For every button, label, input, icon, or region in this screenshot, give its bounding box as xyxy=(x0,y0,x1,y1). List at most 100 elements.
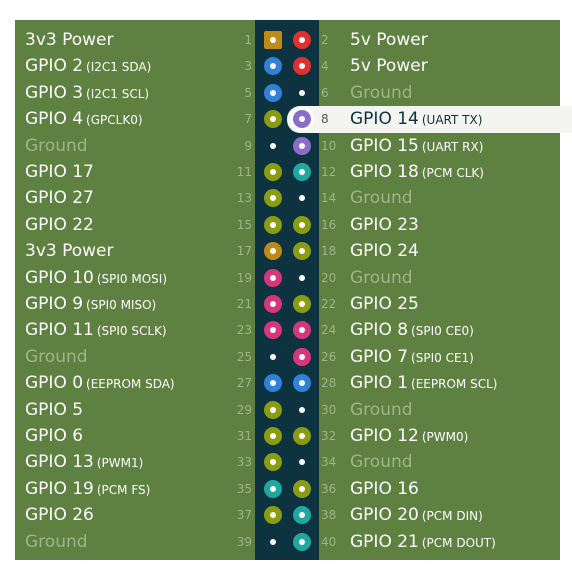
pin-label[interactable]: GPIO 16 xyxy=(350,476,419,502)
pin-label[interactable]: Ground xyxy=(25,344,88,370)
pin-22-dot-icon[interactable] xyxy=(293,295,311,313)
pin-19-dot-icon[interactable] xyxy=(264,268,282,287)
pin-1-dot-icon[interactable] xyxy=(264,31,282,49)
pin-label[interactable]: 5v Power xyxy=(350,53,428,79)
pin-label[interactable]: GPIO 2(I2C1 SDA) xyxy=(25,53,151,79)
pin-20-dot-icon[interactable] xyxy=(293,268,311,287)
pin-label[interactable]: GPIO 5 xyxy=(25,397,83,423)
pin-label[interactable]: GPIO 23 xyxy=(350,212,419,238)
pin-label[interactable]: GPIO 15(UART RX) xyxy=(350,133,483,159)
pin-3-dot-icon[interactable] xyxy=(264,57,282,76)
pin-2-dot-icon[interactable] xyxy=(293,31,311,49)
pin-label[interactable]: GPIO 17 xyxy=(25,159,94,185)
pin-label[interactable]: Ground xyxy=(350,185,413,211)
pin-label[interactable]: GPIO 12(PWM0) xyxy=(350,423,468,449)
pin-label[interactable]: 3v3 Power xyxy=(25,27,114,53)
pin-label[interactable]: GPIO 25 xyxy=(350,291,419,317)
pin-12-dot-icon[interactable] xyxy=(293,163,311,181)
pin-9-dot-icon[interactable] xyxy=(264,136,282,155)
pin-label[interactable]: GPIO 0(EEPROM SDA) xyxy=(25,370,175,396)
pin-27-dot-icon[interactable] xyxy=(264,374,282,393)
pin-26-dot-icon[interactable] xyxy=(293,347,311,366)
pin-37-dot-icon[interactable] xyxy=(264,506,282,525)
pin-label[interactable]: Ground xyxy=(350,265,413,291)
pin-label[interactable]: GPIO 3(I2C1 SCL) xyxy=(25,80,149,106)
pin-label[interactable]: GPIO 14(UART TX) xyxy=(350,106,482,132)
pin-label[interactable]: GPIO 9(SPI0 MISO) xyxy=(25,291,156,317)
pin-29-dot-icon[interactable] xyxy=(264,400,282,419)
pin-label[interactable]: GPIO 19(PCM FS) xyxy=(25,476,150,502)
pin-35-dot-icon[interactable] xyxy=(264,479,282,498)
pin-31-dot-icon[interactable] xyxy=(264,427,282,445)
pin-label[interactable]: GPIO 10(SPI0 MOSI) xyxy=(25,265,167,291)
pin-21-dot-icon[interactable] xyxy=(264,295,282,313)
pin-label[interactable]: Ground xyxy=(350,449,413,475)
pin-label[interactable]: GPIO 6 xyxy=(25,423,83,449)
pin-label[interactable]: Ground xyxy=(25,529,88,555)
pin-24-dot-icon[interactable] xyxy=(293,321,311,340)
pin-7-dot-icon[interactable] xyxy=(264,110,282,129)
pin-5-dot-icon[interactable] xyxy=(264,83,282,102)
pin-label[interactable]: GPIO 8(SPI0 CE0) xyxy=(350,317,474,343)
pin-label[interactable]: 3v3 Power xyxy=(25,238,114,264)
pin-label[interactable]: GPIO 26 xyxy=(25,502,94,528)
pin-label[interactable]: GPIO 4(GPCLK0) xyxy=(25,106,143,132)
pin-4-dot-icon[interactable] xyxy=(293,57,311,76)
pin-label[interactable]: Ground xyxy=(25,133,88,159)
pin-18-dot-icon[interactable] xyxy=(293,242,311,261)
pin-30-dot-icon[interactable] xyxy=(293,400,311,419)
pin-33-dot-icon[interactable] xyxy=(264,453,282,472)
pin-38-dot-icon[interactable] xyxy=(293,506,311,525)
pin-label[interactable]: Ground xyxy=(350,397,413,423)
pin-label[interactable]: GPIO 11(SPI0 SCLK) xyxy=(25,317,167,343)
pin-11-dot-icon[interactable] xyxy=(264,163,282,181)
pin-8-dot-icon[interactable] xyxy=(293,110,311,129)
pin-14-dot-icon[interactable] xyxy=(293,189,311,208)
pin-17-dot-icon[interactable] xyxy=(264,242,282,261)
pin-label[interactable]: GPIO 24 xyxy=(350,238,419,264)
pin-15-dot-icon[interactable] xyxy=(264,215,282,234)
pin-34-dot-icon[interactable] xyxy=(293,453,311,472)
pin-label[interactable]: GPIO 7(SPI0 CE1) xyxy=(350,344,474,370)
pin-label[interactable]: 5v Power xyxy=(350,27,428,53)
pin-25-dot-icon[interactable] xyxy=(264,347,282,366)
pin-label[interactable]: GPIO 22 xyxy=(25,212,94,238)
pin-13-dot-icon[interactable] xyxy=(264,189,282,208)
pin-23-dot-icon[interactable] xyxy=(264,321,282,340)
pin-label[interactable]: GPIO 13(PWM1) xyxy=(25,449,143,475)
pin-label[interactable]: GPIO 20(PCM DIN) xyxy=(350,502,483,528)
pin-6-dot-icon[interactable] xyxy=(293,83,311,102)
pin-36-dot-icon[interactable] xyxy=(293,479,311,498)
pin-label[interactable]: GPIO 1(EEPROM SCL) xyxy=(350,370,497,396)
pin-16-dot-icon[interactable] xyxy=(293,215,311,234)
pin-label[interactable]: GPIO 21(PCM DOUT) xyxy=(350,529,496,555)
pin-label[interactable]: Ground xyxy=(350,80,413,106)
pin-28-dot-icon[interactable] xyxy=(293,374,311,393)
pin-39-dot-icon[interactable] xyxy=(264,532,282,551)
pin-label[interactable]: GPIO 27 xyxy=(25,185,94,211)
pin-10-dot-icon[interactable] xyxy=(293,136,311,155)
pin-label[interactable]: GPIO 18(PCM CLK) xyxy=(350,159,484,185)
pin-32-dot-icon[interactable] xyxy=(293,427,311,445)
pin-40-dot-icon[interactable] xyxy=(293,532,311,551)
